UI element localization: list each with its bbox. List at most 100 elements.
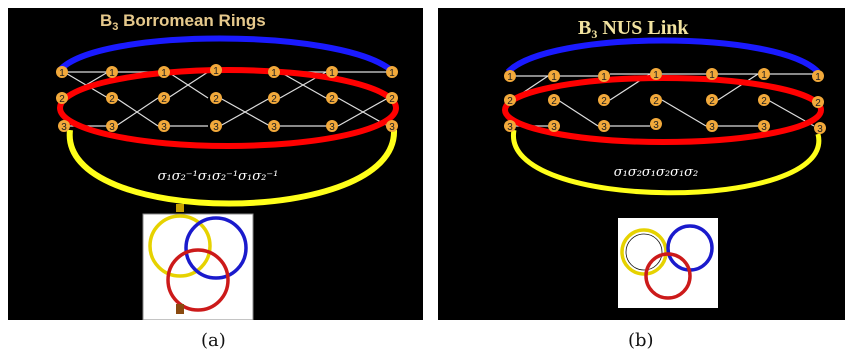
node: 2 [56, 92, 68, 105]
svg-text:1: 1 [815, 72, 821, 83]
node: 2 [706, 94, 718, 107]
node: 2 [268, 92, 280, 105]
node: 3 [598, 120, 610, 133]
node: 2 [386, 92, 398, 105]
svg-text:1: 1 [59, 68, 65, 79]
panel-a: B3 Borromean Rings 1 1 1 1 1 [8, 8, 423, 351]
node: 3 [706, 120, 718, 133]
node: 1 [758, 68, 770, 81]
node: 1 [268, 66, 280, 79]
svg-text:2: 2 [161, 94, 167, 105]
svg-text:2: 2 [507, 96, 513, 107]
panel-a-braid-word: σ₁σ₂⁻¹σ₁σ₂⁻¹σ₁σ₂⁻¹ [158, 169, 279, 184]
svg-text:2: 2 [709, 96, 715, 107]
panel-b-title-main: B [578, 17, 591, 39]
svg-text:1: 1 [329, 68, 335, 79]
node: 2 [598, 94, 610, 107]
panel-a-figure: B3 Borromean Rings 1 1 1 1 1 [8, 8, 423, 320]
node: 3 [58, 120, 70, 133]
svg-text:3: 3 [601, 122, 607, 133]
svg-text:1: 1 [213, 66, 219, 77]
node: 3 [386, 120, 398, 133]
yellow-ring-loop [66, 129, 398, 207]
node: 2 [210, 92, 222, 105]
node: 2 [504, 94, 516, 107]
svg-text:1: 1 [389, 68, 395, 79]
svg-text:1: 1 [761, 70, 767, 81]
blue-ring-arc [57, 35, 393, 73]
panel-b: B3 NUS Link 1 1 1 1 1 1 1 2 2 2 2 2 [438, 8, 845, 351]
svg-text:1: 1 [271, 68, 277, 79]
node: 1 [650, 68, 662, 81]
svg-text:1: 1 [507, 72, 513, 83]
svg-text:2: 2 [815, 98, 821, 109]
panel-a-caption: (a) [201, 330, 226, 351]
panel-a-title-rest: Borromean Rings [118, 11, 265, 30]
svg-text:3: 3 [709, 122, 715, 133]
node: 3 [814, 122, 826, 135]
svg-text:2: 2 [653, 96, 659, 107]
svg-text:2: 2 [761, 96, 767, 107]
node: 1 [598, 70, 610, 83]
yellow-ring-loop [511, 129, 822, 196]
node: 1 [504, 70, 516, 83]
node: 1 [548, 70, 560, 83]
svg-text:3: 3 [161, 122, 167, 133]
node: 3 [326, 120, 338, 133]
node: 3 [268, 120, 280, 133]
node: 1 [812, 70, 824, 83]
svg-text:3: 3 [329, 122, 335, 133]
svg-text:3: 3 [817, 124, 823, 135]
svg-text:1: 1 [709, 70, 715, 81]
svg-text:2: 2 [59, 94, 65, 105]
svg-text:1: 1 [161, 68, 167, 79]
node: 2 [650, 94, 662, 107]
node: 1 [56, 66, 68, 79]
node: 2 [158, 92, 170, 105]
svg-text:1: 1 [601, 72, 607, 83]
svg-text:2: 2 [389, 94, 395, 105]
red-ring [502, 75, 824, 145]
svg-text:2: 2 [109, 94, 115, 105]
panel-a-nodes: 1 1 1 1 1 1 1 2 2 2 2 2 2 2 3 3 3 3 3 3 … [56, 64, 398, 133]
svg-text:3: 3 [109, 122, 115, 133]
panel-a-title-main: B [100, 11, 112, 30]
node: 2 [326, 92, 338, 105]
node: 1 [210, 64, 222, 77]
node: 3 [758, 120, 770, 133]
borromean-rings-icon [142, 204, 254, 320]
node: 3 [158, 120, 170, 133]
svg-text:2: 2 [329, 94, 335, 105]
svg-text:2: 2 [271, 94, 277, 105]
node: 3 [210, 120, 222, 133]
svg-text:3: 3 [551, 122, 557, 133]
red-ring [57, 67, 399, 149]
svg-text:1: 1 [109, 68, 115, 79]
panel-b-caption: (b) [628, 330, 654, 351]
svg-text:2: 2 [551, 96, 557, 107]
panel-b-nodes: 1 1 1 1 1 1 1 2 2 2 2 2 2 2 3 3 3 3 3 3 … [504, 68, 826, 135]
panel-b-title-rest: NUS Link [597, 17, 689, 39]
svg-text:3: 3 [61, 122, 67, 133]
node: 3 [106, 120, 118, 133]
node: 2 [548, 94, 560, 107]
node: 2 [812, 96, 824, 109]
panel-b-braid-word: σ₁σ₂σ₁σ₂σ₁σ₂ [614, 165, 699, 180]
nus-link-icon [618, 218, 718, 308]
node: 1 [106, 66, 118, 79]
node: 2 [758, 94, 770, 107]
panel-b-braid-strands [511, 73, 815, 127]
svg-text:3: 3 [507, 122, 513, 133]
svg-text:2: 2 [601, 96, 607, 107]
svg-text:3: 3 [653, 120, 659, 131]
node: 3 [504, 120, 516, 133]
panel-b-figure: B3 NUS Link 1 1 1 1 1 1 1 2 2 2 2 2 [438, 8, 845, 320]
panel-b-title-sub: 3 [591, 27, 597, 41]
panel-a-title: B3 Borromean Rings [100, 11, 266, 33]
node: 1 [326, 66, 338, 79]
svg-text:1: 1 [551, 72, 557, 83]
svg-text:3: 3 [213, 122, 219, 133]
node: 3 [548, 120, 560, 133]
node: 1 [706, 68, 718, 81]
node: 2 [106, 92, 118, 105]
